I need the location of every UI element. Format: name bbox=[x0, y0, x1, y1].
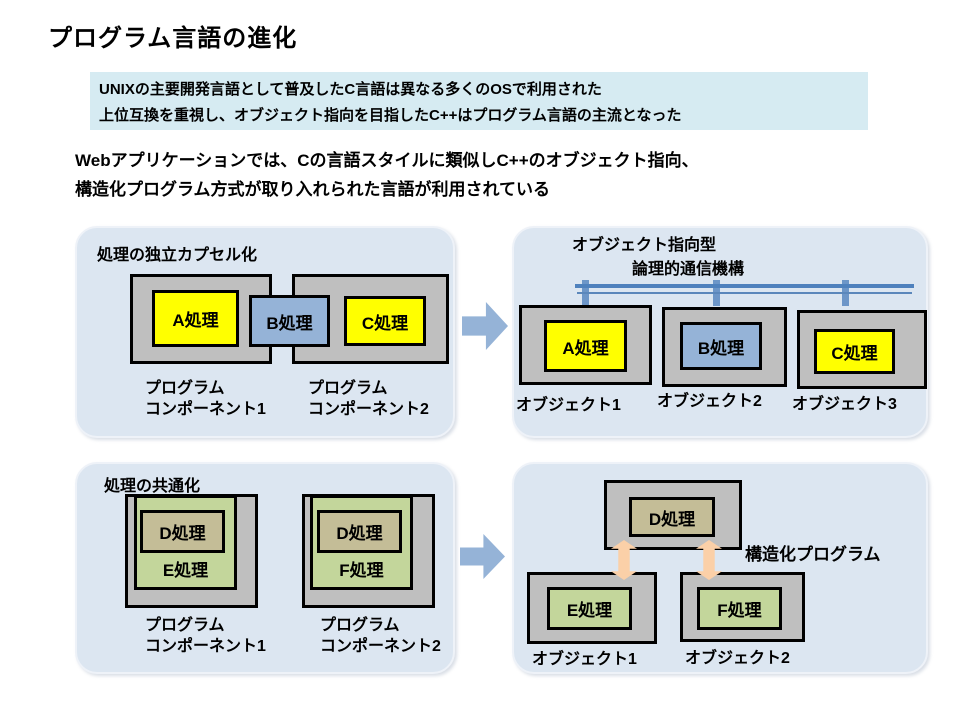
intro-line-1: UNIXの主要開発言語として普及したC言語は異なる多くのOSで利用された bbox=[99, 81, 602, 98]
intro-highlight-box: UNIXの主要開発言語として普及したC言語は異なる多くのOSで利用された 上位互… bbox=[90, 72, 868, 130]
process-c-box: C処理 bbox=[814, 329, 895, 374]
bus-line-main bbox=[575, 284, 914, 288]
component-2-caption: プログラム コンポーネント2 bbox=[320, 615, 441, 657]
panel-object-oriented-heading: オブジェクト指向型 bbox=[572, 237, 717, 254]
process-d-box: D処理 bbox=[629, 497, 715, 537]
process-a-box: A処理 bbox=[152, 290, 239, 347]
object-2-caption: オブジェクト2 bbox=[657, 393, 762, 410]
component-1-caption-line1: プログラム bbox=[145, 380, 225, 397]
body-paragraph: Webアプリケーションでは、Cの言語スタイルに類似しC++のオブジェクト指向、 … bbox=[75, 146, 699, 204]
slide-title: プログラム言語の進化 bbox=[48, 25, 298, 52]
component-2-caption: プログラム コンポーネント2 bbox=[308, 378, 429, 420]
component-2-caption-line2: コンポーネント2 bbox=[320, 638, 441, 655]
component-1-caption-line1: プログラム bbox=[145, 617, 225, 634]
process-a-box: A処理 bbox=[544, 320, 627, 372]
body-line-2: 構造化プログラム方式が取り入れられた言語が利用されている bbox=[75, 180, 550, 199]
component-2-caption-line1: プログラム bbox=[320, 617, 400, 634]
panel-structured-heading: 構造化プログラム bbox=[745, 545, 881, 564]
process-f-box: F処理 bbox=[697, 587, 782, 630]
bus-line-secondary bbox=[577, 292, 912, 294]
object-2-caption: オブジェクト2 bbox=[685, 650, 790, 667]
panel-object-oriented: オブジェクト指向型 論理的通信機構 A処理 B処理 C処理 オブジェクト1 オブ… bbox=[512, 226, 928, 438]
panel-structured: D処理 構造化プログラム E処理 F処理 オブジェクト1 オブジェクト2 bbox=[512, 462, 928, 674]
process-c-box: C処理 bbox=[344, 296, 426, 346]
panel-commonization-heading: 処理の共通化 bbox=[104, 478, 201, 495]
component-2-caption-line1: プログラム bbox=[308, 380, 388, 397]
body-line-1: Webアプリケーションでは、Cの言語スタイルに類似しC++のオブジェクト指向、 bbox=[75, 151, 699, 170]
flow-arrow-bottom-icon bbox=[460, 534, 505, 579]
panel-encapsulation: 処理の独立カプセル化 A処理 B処理 C処理 プログラム コンポーネント1 プロ… bbox=[75, 226, 455, 438]
process-d-box: D処理 bbox=[317, 510, 402, 553]
process-b-box: B処理 bbox=[680, 322, 762, 370]
component-1-caption: プログラム コンポーネント1 bbox=[145, 378, 266, 420]
object-1-caption: オブジェクト1 bbox=[516, 397, 621, 414]
component-2-caption-line2: コンポーネント2 bbox=[308, 401, 429, 418]
panel-commonization: 処理の共通化 E処理 D処理 F処理 D処理 プログラム コンポーネント1 プロ… bbox=[75, 462, 455, 674]
flow-arrow-top-icon bbox=[462, 302, 508, 350]
process-b-box: B処理 bbox=[249, 295, 330, 347]
panel-encapsulation-heading: 処理の独立カプセル化 bbox=[97, 247, 258, 264]
intro-line-2: 上位互換を重視し、オブジェクト指向を目指したC++はプログラム言語の主流となった bbox=[99, 107, 682, 124]
component-1-caption-line2: コンポーネント1 bbox=[145, 638, 266, 655]
component-1-caption: プログラム コンポーネント1 bbox=[145, 615, 266, 657]
process-e-box: E処理 bbox=[547, 587, 632, 630]
component-1-caption-line2: コンポーネント1 bbox=[145, 401, 266, 418]
object-3-caption: オブジェクト3 bbox=[792, 396, 897, 413]
logical-bus-label: 論理的通信機構 bbox=[632, 261, 745, 278]
object-1-caption: オブジェクト1 bbox=[532, 651, 637, 668]
process-d-box: D処理 bbox=[140, 510, 225, 553]
